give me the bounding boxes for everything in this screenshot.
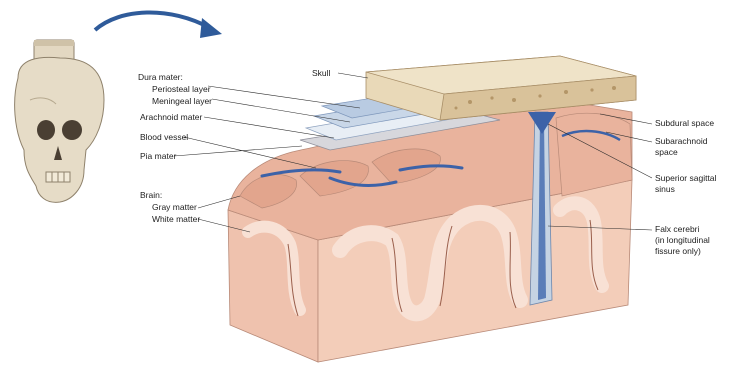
brain-block <box>228 100 632 362</box>
label-falx-cerebri-3: fissure only) <box>655 246 701 256</box>
label-subarachnoid-space-2: space <box>655 147 678 157</box>
label-dura-mater: Dura mater: <box>138 72 183 82</box>
curved-arrow-icon <box>95 12 222 38</box>
label-brain: Brain: <box>140 190 162 200</box>
label-pia-mater: Pia mater <box>140 151 177 161</box>
label-subdural-space: Subdural space <box>655 118 714 128</box>
label-skull: Skull <box>312 68 331 78</box>
label-subarachnoid-space: Subarachnoid <box>655 136 708 146</box>
label-meningeal-layer: Meningeal layer <box>152 96 212 106</box>
skull-illustration <box>15 40 104 202</box>
label-periosteal-layer: Periosteal layer <box>152 84 211 94</box>
label-white-matter: White matter <box>152 214 200 224</box>
label-arachnoid-mater: Arachnoid mater <box>140 112 203 122</box>
labels-left: Dura mater: Periosteal layer Meningeal l… <box>138 72 212 224</box>
label-superior-sagittal-sinus: Superior sagittal <box>655 173 717 183</box>
label-falx-cerebri-2: (in longitudinal <box>655 235 710 245</box>
label-blood-vessel: Blood vessel <box>140 132 188 142</box>
label-superior-sagittal-sinus-2: sinus <box>655 184 675 194</box>
label-gray-matter: Gray matter <box>152 202 197 212</box>
label-falx-cerebri: Falx cerebri <box>655 224 700 234</box>
